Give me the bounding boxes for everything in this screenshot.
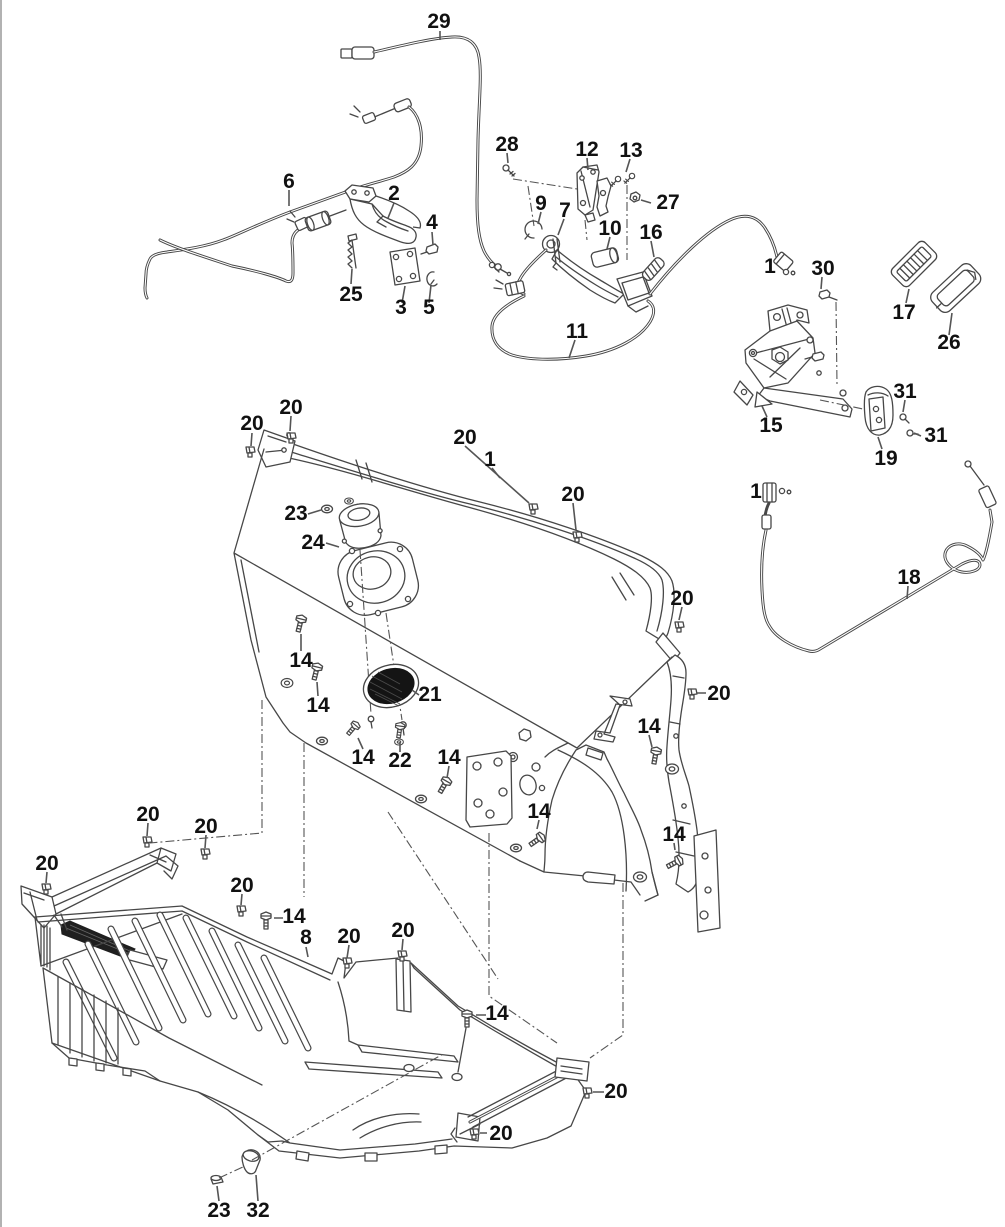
svg-text:3: 3 <box>395 296 407 319</box>
svg-text:24: 24 <box>301 531 325 554</box>
svg-text:20: 20 <box>670 587 693 610</box>
svg-text:1: 1 <box>484 448 496 471</box>
svg-text:29: 29 <box>427 10 450 33</box>
svg-text:20: 20 <box>240 412 263 435</box>
svg-text:32: 32 <box>246 1199 269 1222</box>
svg-text:12: 12 <box>575 138 598 161</box>
svg-text:14: 14 <box>351 746 375 769</box>
svg-text:26: 26 <box>937 331 960 354</box>
svg-text:20: 20 <box>489 1122 512 1145</box>
svg-text:14: 14 <box>485 1002 509 1025</box>
svg-text:11: 11 <box>566 320 589 343</box>
svg-text:21: 21 <box>418 683 442 706</box>
svg-text:2: 2 <box>388 182 400 205</box>
svg-text:27: 27 <box>656 191 679 214</box>
svg-text:9: 9 <box>535 192 547 215</box>
svg-text:16: 16 <box>639 221 662 244</box>
svg-text:20: 20 <box>453 426 476 449</box>
svg-text:5: 5 <box>423 296 435 319</box>
svg-text:13: 13 <box>619 139 642 162</box>
svg-text:14: 14 <box>437 746 461 769</box>
svg-text:4: 4 <box>426 211 438 234</box>
svg-text:17: 17 <box>892 301 915 324</box>
svg-text:31: 31 <box>893 380 917 403</box>
svg-text:30: 30 <box>811 257 834 280</box>
svg-text:19: 19 <box>874 447 897 470</box>
svg-text:20: 20 <box>707 682 730 705</box>
svg-text:20: 20 <box>561 483 584 506</box>
svg-text:31: 31 <box>924 424 948 447</box>
svg-text:8: 8 <box>300 926 312 949</box>
svg-text:14: 14 <box>662 823 686 846</box>
svg-text:22: 22 <box>388 749 411 772</box>
svg-text:18: 18 <box>897 566 921 589</box>
svg-text:14: 14 <box>527 800 551 823</box>
svg-text:23: 23 <box>207 1199 230 1222</box>
svg-text:7: 7 <box>559 199 571 222</box>
svg-text:20: 20 <box>230 874 253 897</box>
svg-text:20: 20 <box>194 815 217 838</box>
svg-text:23: 23 <box>284 502 307 525</box>
svg-text:20: 20 <box>604 1080 627 1103</box>
svg-text:14: 14 <box>289 649 313 672</box>
svg-text:6: 6 <box>283 170 295 193</box>
svg-text:1: 1 <box>764 255 776 278</box>
svg-text:14: 14 <box>306 694 330 717</box>
svg-text:10: 10 <box>598 217 621 240</box>
svg-text:25: 25 <box>339 283 363 306</box>
svg-text:15: 15 <box>759 414 783 437</box>
svg-text:20: 20 <box>337 925 360 948</box>
svg-text:28: 28 <box>495 133 519 156</box>
svg-text:14: 14 <box>637 715 661 738</box>
svg-text:20: 20 <box>136 803 159 826</box>
svg-text:1: 1 <box>750 480 762 503</box>
svg-text:20: 20 <box>391 919 414 942</box>
svg-text:14: 14 <box>282 905 306 928</box>
svg-text:20: 20 <box>35 852 58 875</box>
svg-text:20: 20 <box>279 396 302 419</box>
